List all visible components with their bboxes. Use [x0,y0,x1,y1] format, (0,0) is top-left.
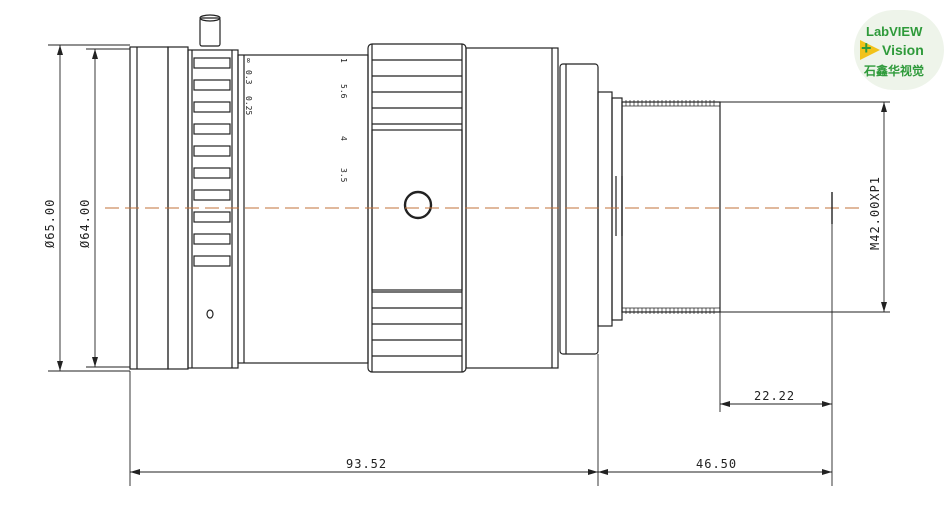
thread-label: M42.00XP1 [868,176,882,250]
outer-diameter-label: Ø65.00 [43,199,57,248]
focus-mark-03: 0.3 [244,70,253,85]
thread-mount [621,101,721,313]
aperture-hole [403,190,433,220]
aperture-mark-4: 4 [339,136,348,141]
logo-plus-icon: + [861,38,872,58]
mount-step [597,91,613,327]
logo-labview-text: LabVIEW [866,24,923,39]
focus-ring-screw [206,309,214,319]
back-length-label: 46.50 [696,457,737,471]
focus-mark-025: 0.25 [244,96,253,115]
dimension-lines [48,44,890,486]
focus-ring [187,49,239,369]
aperture-ring-window [371,129,463,291]
logo-vision-text: Vision [882,42,924,58]
labview-vision-logo: LabVIEW + Vision 石鑫华视觉 [854,10,944,90]
focus-ring-ribs [193,57,231,267]
aperture-ring-ribs [372,59,462,357]
inner-diameter-label: Ø64.00 [78,199,92,248]
lock-screw [199,17,221,47]
logo-chinese-text: 石鑫华视觉 [864,64,925,78]
aperture-mark-1: 1 [339,58,348,63]
dimension-arrows [57,45,887,475]
thread-teeth [625,100,715,314]
aperture-scale: 1 5.6 4 3.5 [339,58,348,183]
flange-distance-label: 22.22 [754,389,795,403]
body-length-label: 93.52 [346,457,387,471]
focus-scale: ∞ 0.3 0.25 [244,58,253,115]
focus-mark-inf: ∞ [244,58,253,63]
aperture-mark-56: 5.6 [339,84,348,99]
aperture-mark-35: 3.5 [339,168,348,183]
mid-barrel [237,54,369,364]
thread-hatch [622,105,720,309]
